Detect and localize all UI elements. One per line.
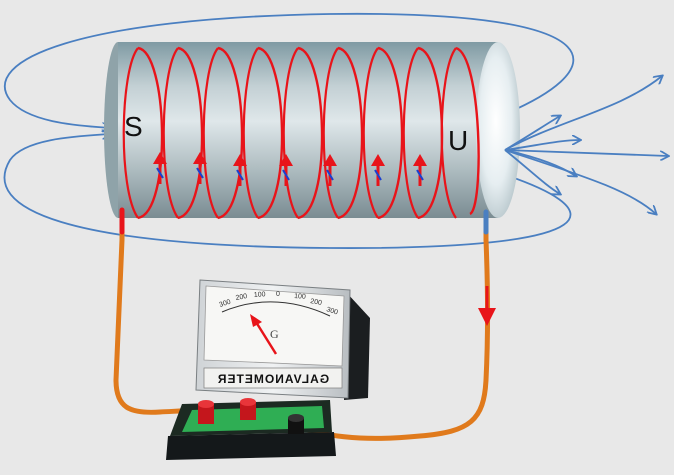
coil-back xyxy=(122,47,457,219)
current-arrow xyxy=(153,152,167,184)
current-arrow xyxy=(413,154,427,186)
galvanometer-base-front xyxy=(166,432,336,460)
field-lines-right xyxy=(504,76,668,214)
coil-current-arrows xyxy=(153,152,427,186)
lead-current-arrow xyxy=(478,286,496,326)
current-arrow xyxy=(193,152,207,184)
galvanometer-dial xyxy=(203,285,345,367)
scale-label: 300 xyxy=(218,299,231,309)
dial-arc xyxy=(221,301,331,317)
meter-symbol: G xyxy=(270,327,279,341)
scale-label: 100 xyxy=(254,291,266,299)
current-arrow xyxy=(233,154,247,186)
left-pole-label: S xyxy=(124,111,143,142)
galvanometer-needle xyxy=(250,314,278,355)
scale-label: 0 xyxy=(276,291,280,298)
galvanometer: 300 200 100 0 100 200 300 G GALVANOMETER xyxy=(166,279,370,460)
field-line-top xyxy=(4,12,575,128)
lead-wire-ends xyxy=(119,207,489,235)
scale-label: 100 xyxy=(294,293,306,301)
left-lead-wire xyxy=(113,211,209,415)
field-line-up xyxy=(504,116,560,151)
field-line-straight xyxy=(504,149,668,156)
current-arrow xyxy=(371,154,385,186)
field-line-down-far xyxy=(504,149,656,214)
current-arrow xyxy=(279,154,293,186)
galvanometer-plate-label: GALVANOMETER xyxy=(217,372,329,386)
scale-label: 300 xyxy=(325,306,338,316)
scale-label: 200 xyxy=(310,298,323,307)
field-line-up-far xyxy=(504,76,662,151)
field-line-down xyxy=(504,149,560,194)
field-lines-back xyxy=(3,12,575,249)
terminal-left xyxy=(198,400,214,424)
current-arrow xyxy=(323,154,337,186)
terminal-right xyxy=(288,414,304,434)
coil-front xyxy=(137,46,480,220)
core-right-cap xyxy=(476,42,520,218)
galvanometer-plate xyxy=(203,367,343,389)
galvanometer-stand xyxy=(344,292,370,400)
right-pole-label: U xyxy=(448,125,468,156)
scale-label: 200 xyxy=(235,293,248,302)
field-line-mid-up xyxy=(504,140,580,151)
field-line-bottom xyxy=(3,134,572,249)
terminal-middle xyxy=(240,398,256,420)
dial-scale: 300 200 100 0 100 200 300 xyxy=(218,291,338,317)
